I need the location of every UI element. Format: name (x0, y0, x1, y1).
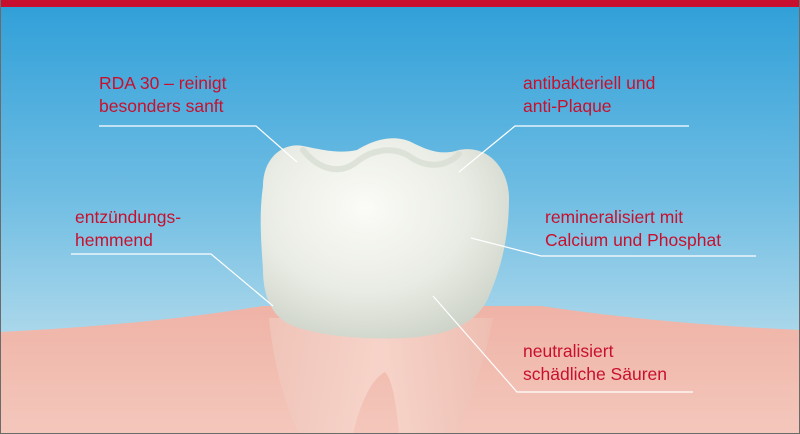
label-neutralize: neutralisiert schädliche Säuren (523, 340, 667, 386)
label-remineralize: remineralisiert mit Calcium und Phosphat (545, 206, 721, 252)
label-remineralize-line1: remineralisiert mit (545, 206, 721, 229)
label-antibacterial-line1: antibakteriell und (523, 72, 655, 95)
label-neutralize-line2: schädliche Säuren (523, 363, 667, 386)
label-remineralize-line2: Calcium und Phosphat (545, 229, 721, 252)
top-accent-bar (1, 0, 800, 7)
label-antibacterial-line2: anti-Plaque (523, 95, 655, 118)
label-inflammation: entzündungs- hemmend (75, 206, 181, 252)
label-rda-line2: besonders sanft (99, 95, 226, 118)
label-rda-line1: RDA 30 – reinigt (99, 72, 226, 95)
label-antibacterial: antibakteriell und anti-Plaque (523, 72, 655, 118)
label-inflammation-line1: entzündungs- (75, 206, 181, 229)
label-rda: RDA 30 – reinigt besonders sanft (99, 72, 226, 118)
label-inflammation-line2: hemmend (75, 229, 181, 252)
label-neutralize-line1: neutralisiert (523, 340, 667, 363)
